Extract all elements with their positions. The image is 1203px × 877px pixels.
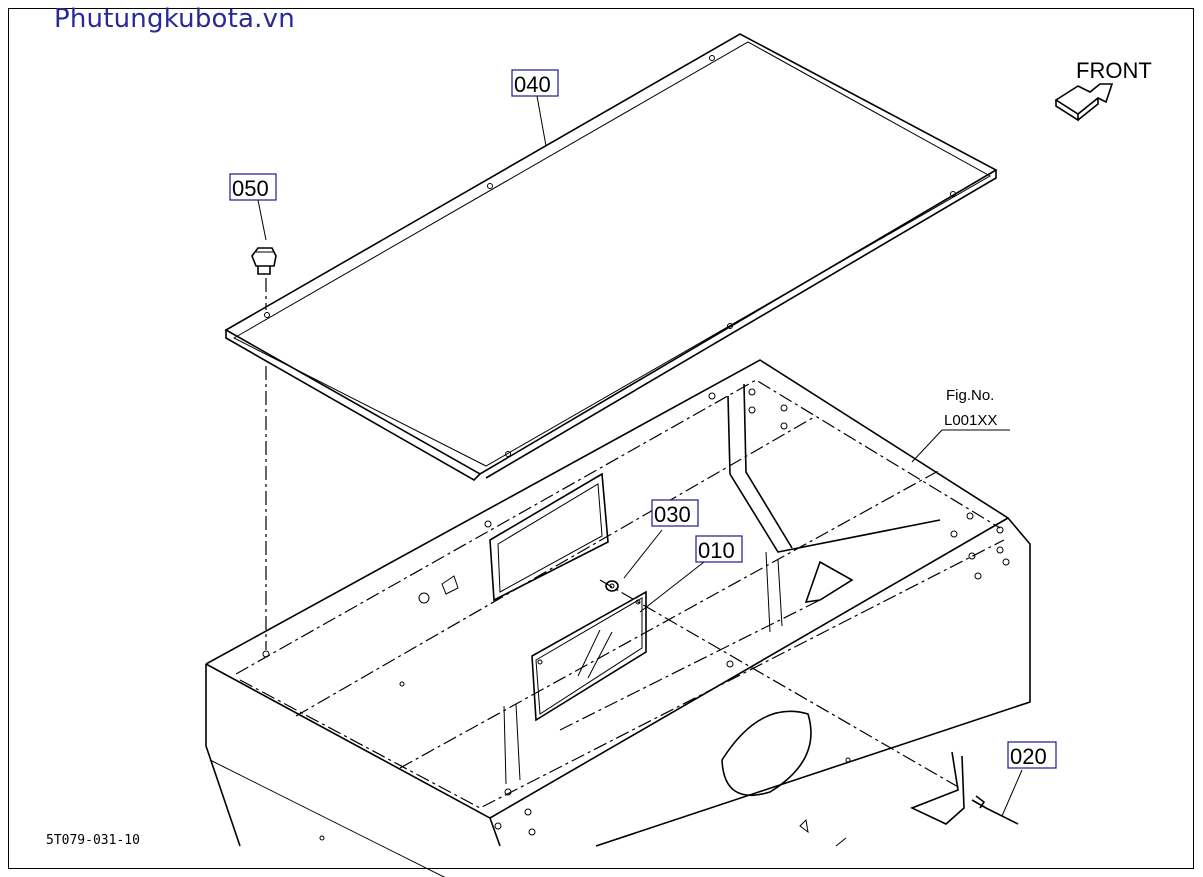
drawing-code: 5T079-031-10 [46,833,140,848]
svg-text:010: 010 [698,538,735,563]
svg-text:020: 020 [1010,744,1047,769]
front-arrow-icon [1054,83,1114,122]
site-watermark: Phutungkubota.vn [54,4,295,34]
bolt-050 [251,247,277,275]
svg-text:040: 040 [514,72,551,97]
drawing-frame [8,8,1194,869]
callout-010[interactable]: 010 [695,535,743,563]
top-cover-plate [224,33,998,481]
box-body [205,359,1031,877]
pin-020 [971,769,1023,825]
callout-020[interactable]: 020 [1007,741,1057,769]
fig-no-label: Fig.No. [946,387,994,404]
fig-no-value: L001XX [944,412,997,429]
callout-050[interactable]: 050 [229,173,277,201]
callout-040[interactable]: 040 [511,69,559,97]
callout-030[interactable]: 030 [651,499,699,527]
front-label: FRONT [1076,58,1152,83]
svg-text:050: 050 [232,176,269,201]
svg-text:030: 030 [654,502,691,527]
instruction-plate-010 [531,590,647,722]
